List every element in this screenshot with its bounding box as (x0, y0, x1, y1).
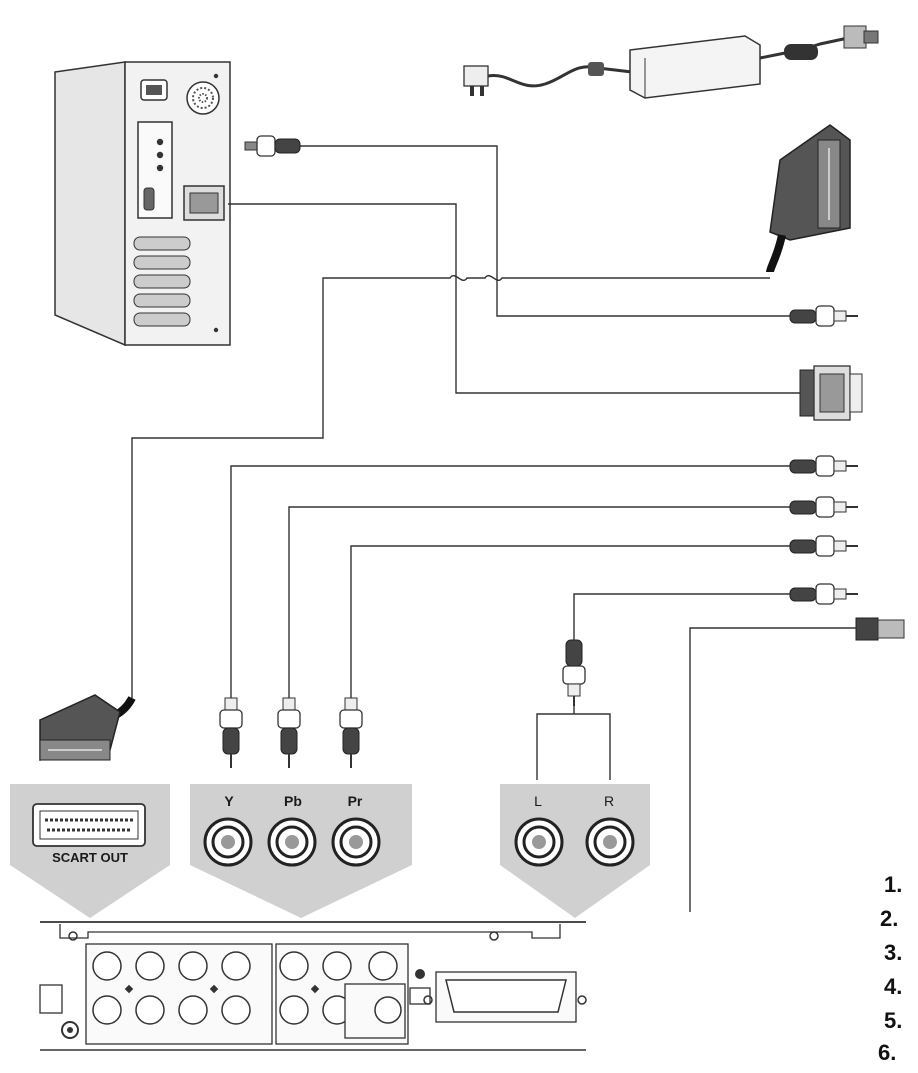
scart-plug-bottom (39, 694, 136, 761)
scart-plug-top (766, 124, 851, 273)
rear-audio-jacks (92, 951, 251, 1025)
label-r: R (604, 793, 614, 809)
jack-pr (331, 817, 381, 867)
pc-tower (54, 61, 231, 347)
dc-plug-icon (843, 25, 879, 49)
step-number-5: 5. (884, 1008, 903, 1033)
step-number-1: 1. (884, 872, 903, 897)
rca-plug-pr (339, 697, 363, 768)
rca-plug-right-video (789, 305, 858, 327)
label-pb: Pb (284, 793, 302, 809)
io-card (137, 121, 173, 219)
rca-plug-right-audio (789, 583, 858, 605)
rca-plug-right-y (789, 455, 858, 477)
label-y: Y (224, 793, 234, 809)
vga-plug-right (799, 365, 863, 421)
adapter-brick (629, 35, 761, 99)
label-l: L (534, 793, 542, 809)
jack-l (514, 817, 564, 867)
power-adapter (463, 25, 879, 99)
step-number-6: 6. (878, 1040, 897, 1065)
rca-plug-audio (562, 639, 586, 706)
scart-out-panel: SCART OUT (10, 784, 170, 918)
jack-y (203, 817, 253, 867)
step-number-4: 4. (884, 974, 903, 999)
rca-plug-pc (244, 135, 301, 157)
rca-plug-pb (277, 697, 301, 768)
expansion-slots (133, 236, 191, 327)
audio-panel: L R (500, 784, 650, 918)
rca-plug-y (219, 697, 243, 768)
cables (131, 145, 858, 912)
scart-out-label: SCART OUT (52, 850, 128, 865)
step-number-3: 3. (884, 940, 903, 965)
component-video-panel: Y Pb Pr (190, 784, 412, 918)
rca-plug-right-pr (789, 535, 858, 557)
wall-plug-icon (463, 65, 489, 96)
power-socket-icon (140, 79, 168, 101)
fan-grille-icon (186, 81, 220, 115)
label-pr: Pr (348, 793, 363, 809)
optical-plug-right (855, 617, 905, 641)
dvd-player-rear-panel (39, 921, 587, 1051)
rca-plug-right-pb (789, 496, 858, 518)
jack-pb (267, 817, 317, 867)
step-number-2: 2. (880, 906, 899, 931)
jack-r (585, 817, 635, 867)
vga-port (183, 185, 225, 221)
